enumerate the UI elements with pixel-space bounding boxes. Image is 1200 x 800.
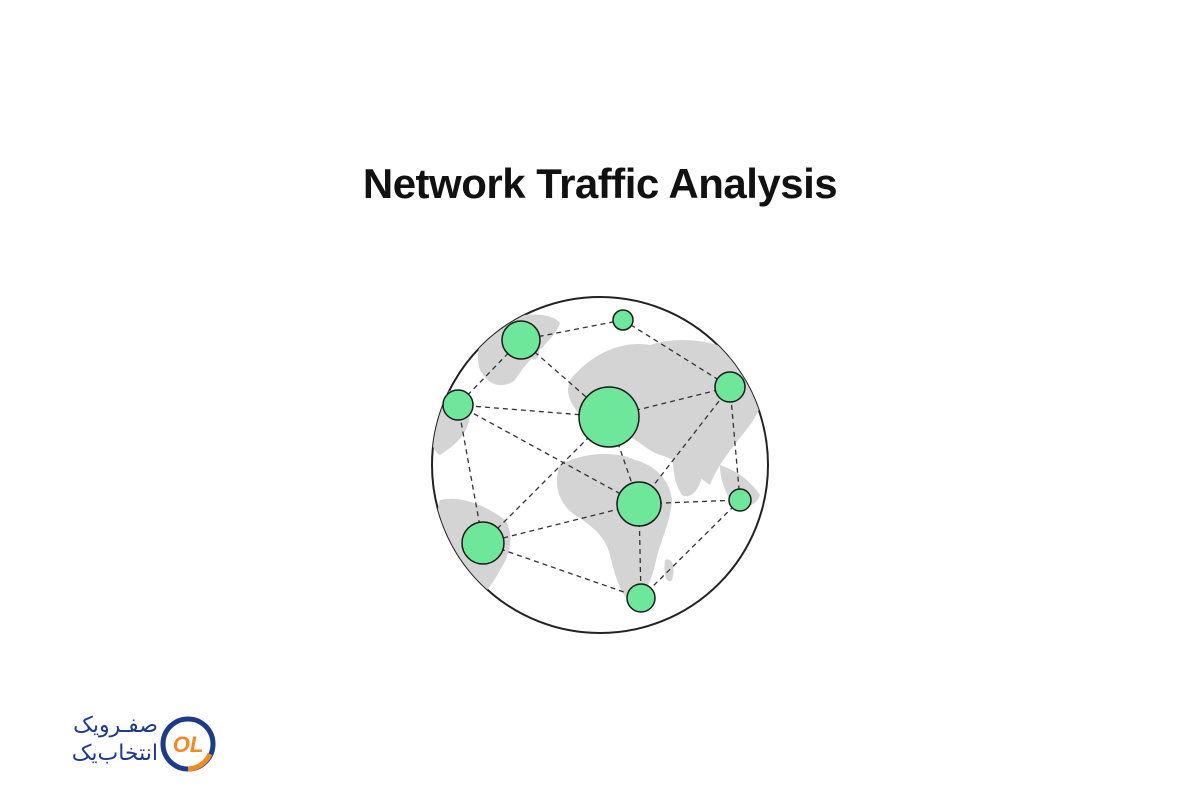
brand-mark-icon: OL [158, 714, 218, 779]
page-title: Network Traffic Analysis [362, 160, 838, 207]
globe-svg [431, 296, 769, 634]
brand-logo: صفـرویک انتخاب‌یک OL [28, 712, 228, 782]
node [714, 371, 746, 403]
edge [638, 499, 741, 505]
edge [638, 386, 731, 505]
continent-india [672, 445, 702, 497]
edge [638, 503, 642, 599]
brand-name-line1: صفـرویک [73, 713, 158, 738]
node [728, 488, 752, 512]
edge [482, 542, 642, 599]
network-nodes [442, 309, 752, 613]
brand-name-line2: انتخاب‌یک [71, 741, 158, 766]
network-globe-diagram [420, 285, 780, 650]
node [442, 389, 474, 421]
edge [729, 386, 741, 501]
brand-mark-text: OL [173, 732, 204, 757]
node [461, 521, 505, 565]
node [501, 320, 541, 360]
node [612, 309, 634, 331]
continent-eurasia [568, 340, 764, 485]
edge [457, 404, 640, 505]
node [616, 481, 662, 527]
node-hub [578, 386, 640, 448]
edge [622, 319, 731, 388]
node [626, 583, 656, 613]
brand-name: صفـرویک انتخاب‌یک [28, 712, 158, 768]
